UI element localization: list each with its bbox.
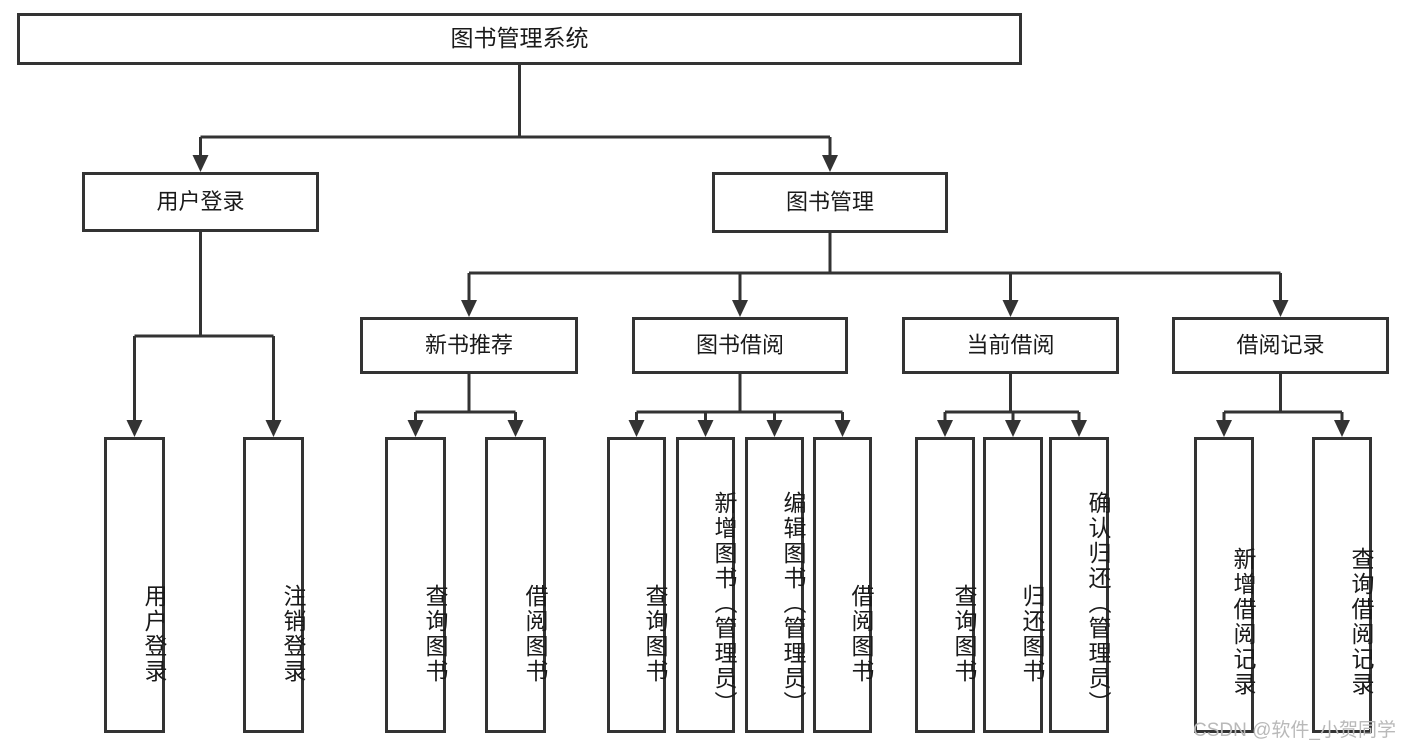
leaf-node-box-4[interactable] (607, 437, 666, 733)
arrow-head-icon (192, 155, 209, 172)
leaf-node-box-6[interactable] (745, 437, 804, 733)
arrow-head-icon (834, 420, 851, 437)
arrow-head-icon (1071, 420, 1087, 437)
connectors-layer (126, 65, 1350, 437)
leaf-node-box-12[interactable] (1312, 437, 1372, 733)
leaf-node-box-5[interactable] (676, 437, 735, 733)
leaf-node-box-0[interactable] (104, 437, 165, 733)
leaf-node-box-8[interactable] (915, 437, 975, 733)
level3-node-box-0[interactable] (360, 317, 578, 374)
arrow-head-icon (1272, 300, 1289, 317)
leaf-node-box-9[interactable] (983, 437, 1043, 733)
level3-node-label-3: 借阅记录 (1236, 332, 1324, 357)
arrow-head-icon (507, 420, 524, 437)
arrow-head-icon (697, 420, 714, 437)
csdn-watermark: CSDN @软件_小贺同学 (1193, 719, 1396, 741)
level2-node-label-0: 用户登录 (156, 189, 244, 214)
level3-node-label-0: 新书推荐 (425, 332, 513, 357)
level3-node-box-2[interactable] (902, 317, 1119, 374)
arrow-head-icon (461, 300, 477, 317)
arrow-head-icon (1002, 300, 1019, 317)
leaf-node-box-2[interactable] (385, 437, 446, 733)
arrow-head-icon (126, 420, 143, 437)
level2-node-box-0[interactable] (82, 172, 319, 232)
arrow-head-icon (1216, 420, 1232, 437)
root-node-box[interactable] (17, 13, 1022, 65)
arrow-head-icon (732, 300, 748, 317)
leaf-node-box-11[interactable] (1194, 437, 1254, 733)
arrow-head-icon (1334, 420, 1350, 437)
level3-node-label-1: 图书借阅 (696, 332, 784, 357)
arrow-head-icon (766, 420, 783, 437)
leaf-node-box-3[interactable] (485, 437, 546, 733)
leaf-node-box-1[interactable] (243, 437, 304, 733)
boxes-layer (17, 13, 1389, 733)
level3-node-box-1[interactable] (632, 317, 848, 374)
level3-node-box-3[interactable] (1172, 317, 1389, 374)
leaf-node-box-10[interactable] (1049, 437, 1109, 733)
level2-node-box-1[interactable] (712, 172, 948, 233)
arrow-head-icon (1005, 420, 1021, 437)
root-node-label: 图书管理系统 (451, 25, 589, 51)
arrow-head-icon (822, 155, 838, 172)
leaf-node-box-7[interactable] (813, 437, 872, 733)
arrow-head-icon (937, 420, 953, 437)
arrow-head-icon (628, 420, 645, 437)
level2-node-label-1: 图书管理 (786, 189, 874, 214)
arrow-head-icon (407, 420, 424, 437)
level3-node-label-2: 当前借阅 (966, 332, 1054, 357)
arrow-head-icon (265, 420, 282, 437)
